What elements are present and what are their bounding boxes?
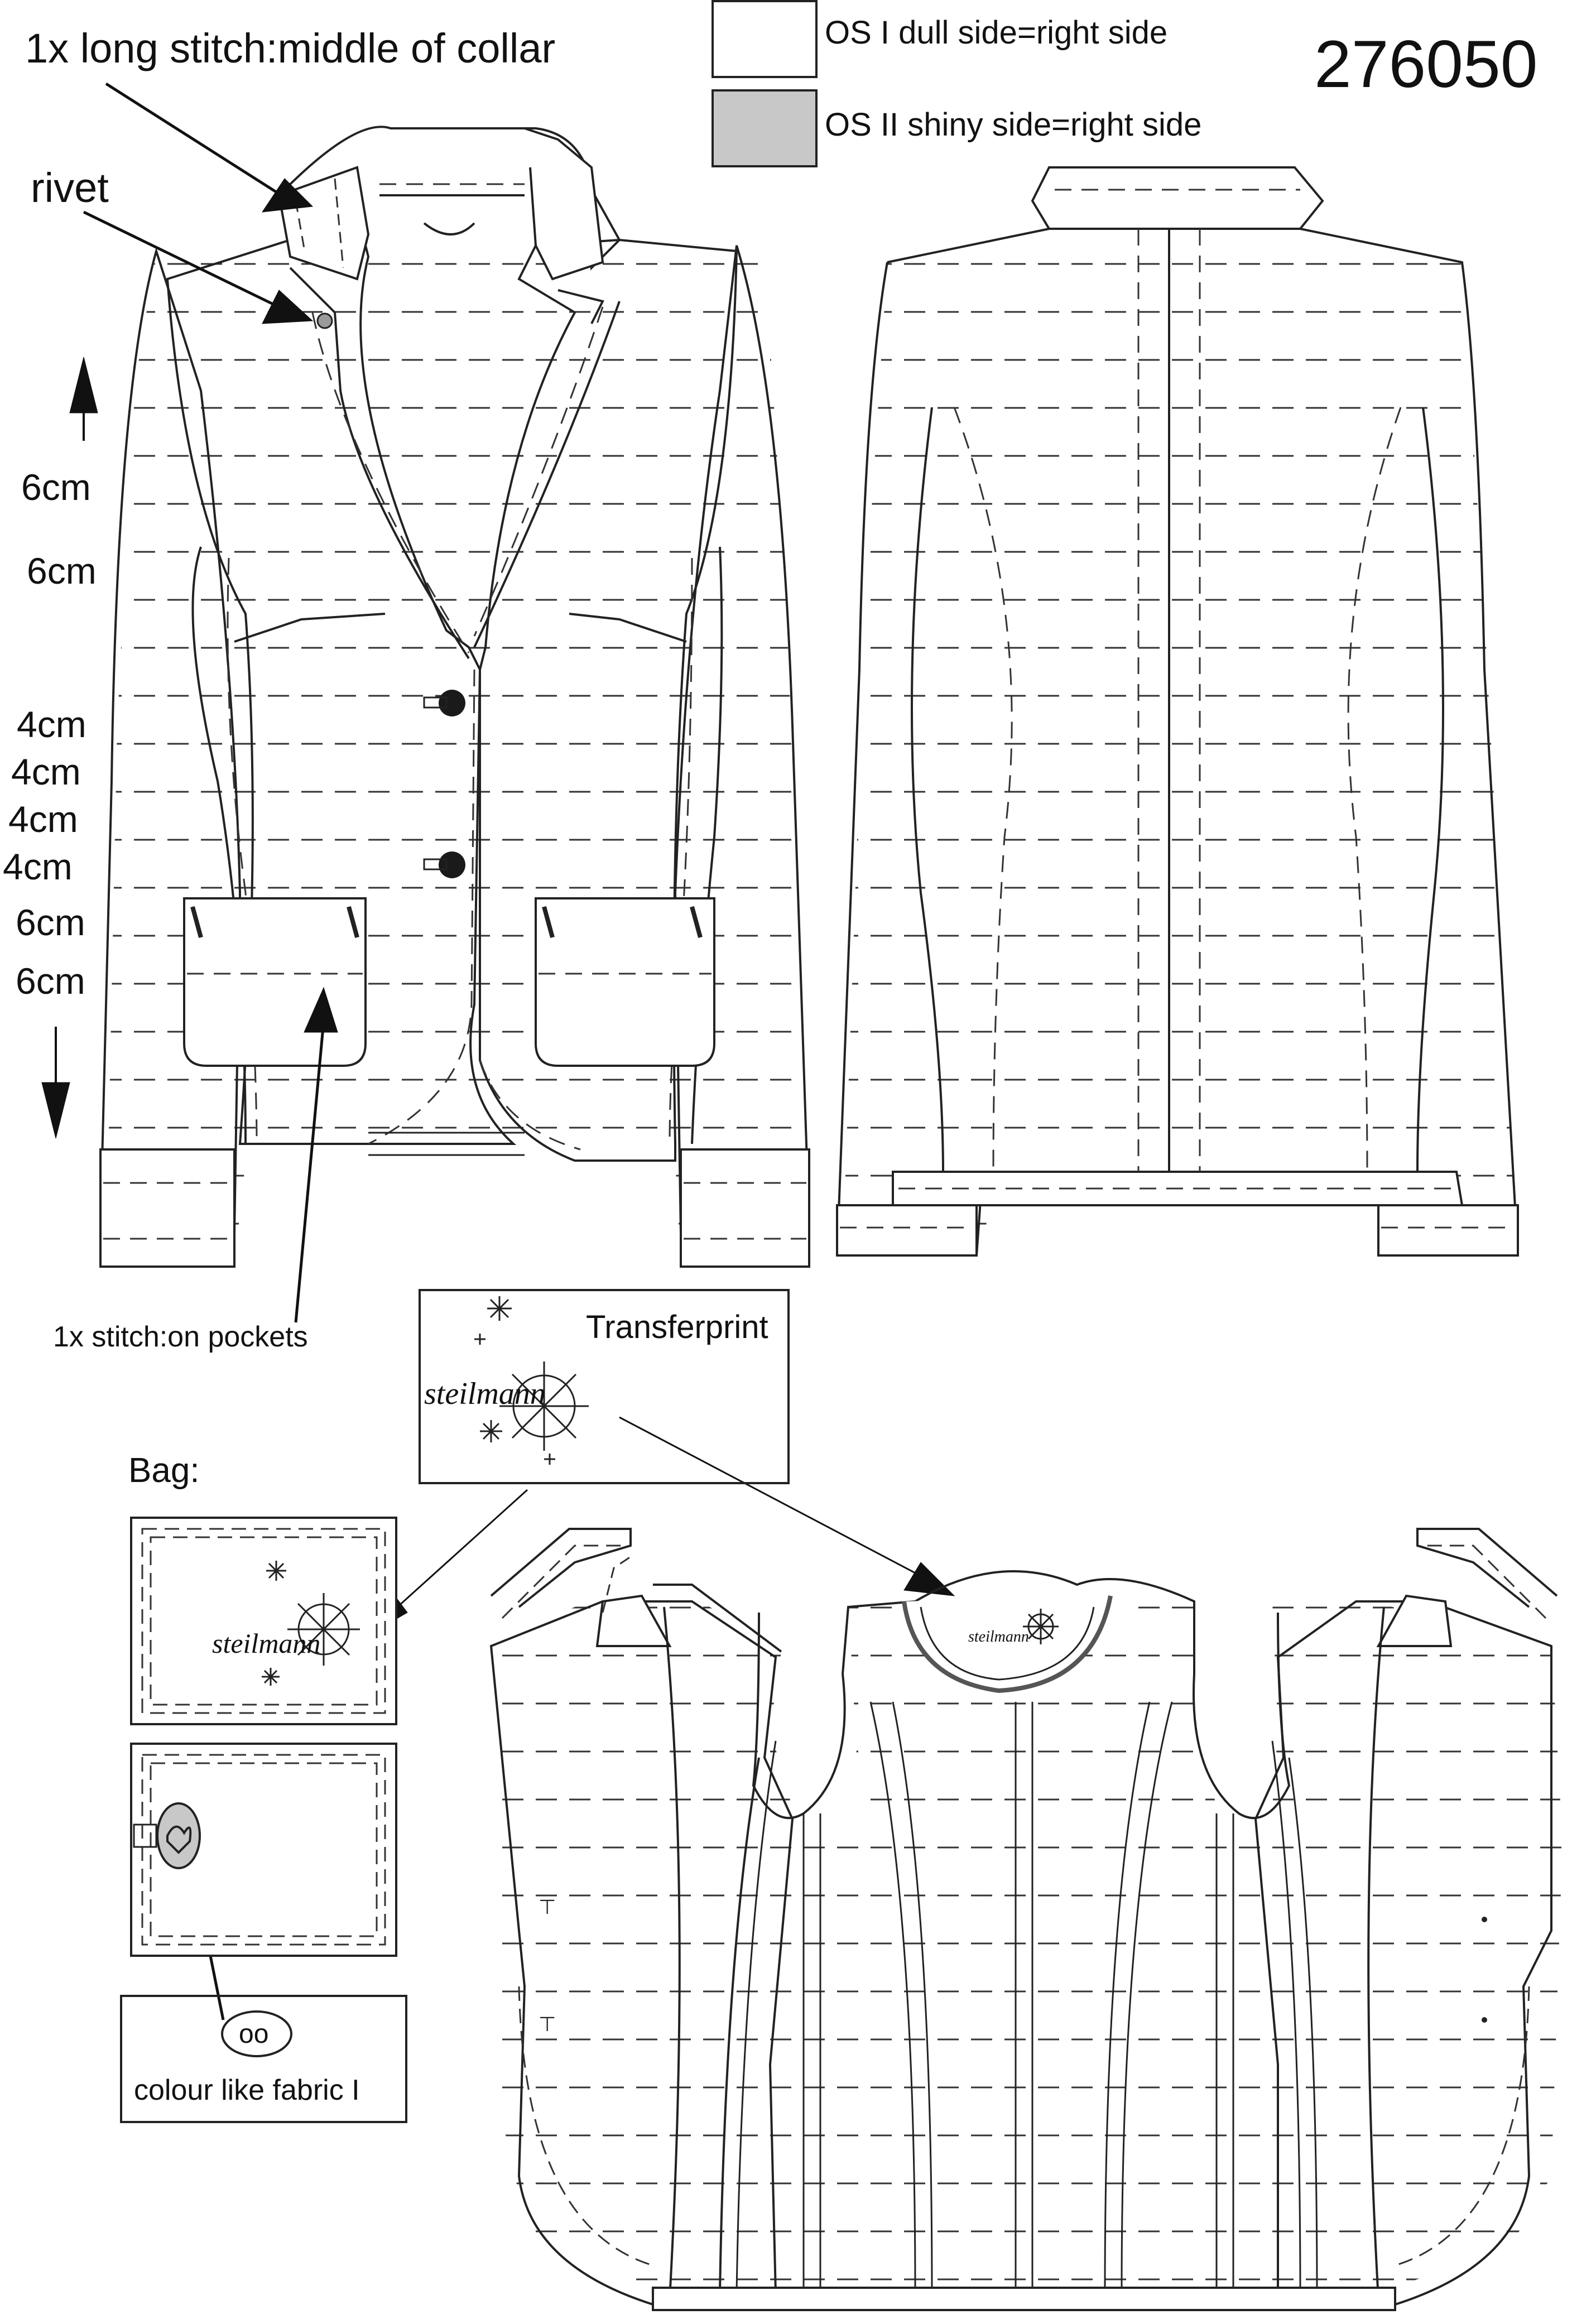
bag-label: Bag: [128, 1451, 200, 1490]
measurement-2: 6cm [27, 550, 97, 591]
inside-back-brand: steilmann [968, 1628, 1029, 1645]
jacket-inside-open-view: ⊤ ⊤ [489, 1528, 1563, 2311]
transferprint-label: Transferprint [586, 1309, 768, 1345]
rivet-icon [316, 312, 333, 329]
measurement-7: 6cm [16, 902, 85, 943]
jacket-back-view [835, 166, 1520, 1257]
legend-label-os2: OS II shiny side=right side [825, 107, 1202, 143]
button-icon [439, 851, 465, 878]
measurement-5: 4cm [8, 798, 78, 840]
transferprint-illustration [262, 1296, 1059, 1686]
jacket-front-view [99, 126, 811, 1268]
measurement-6: 4cm [3, 846, 73, 887]
svg-text:⊤: ⊤ [539, 2013, 556, 2036]
article-number: 276050 [1314, 27, 1538, 102]
bag-tag-icon [156, 1802, 201, 1869]
measurement-3: 4cm [17, 704, 86, 745]
legend-swatch-os1 [712, 0, 818, 78]
svg-text:⊤: ⊤ [539, 1895, 556, 1918]
transferprint-box [419, 1289, 790, 1484]
pocket-stitch-note: 1x stitch:on pockets [53, 1321, 308, 1353]
measurement-1: 6cm [21, 466, 91, 508]
measurement-4: 4cm [11, 751, 81, 792]
colour-like-note: colour like fabric I [134, 2074, 360, 2106]
colour-box [120, 1995, 407, 2123]
transferprint-brand: steilmann [424, 1377, 546, 1411]
legend-swatch-os2 [712, 89, 818, 167]
button-symbol-label: oo [239, 2019, 269, 2049]
rivet-note: rivet [31, 165, 109, 211]
measurement-8: 6cm [16, 960, 85, 1002]
legend-label-os1: OS I dull side=right side [825, 15, 1168, 51]
button-icon [439, 690, 465, 716]
bag-view [130, 1517, 397, 2057]
annotation-arrows [41, 82, 955, 2020]
collar-stitch-note: 1x long stitch:middle of collar [25, 25, 556, 71]
bag-brand: steilmann [212, 1628, 321, 1659]
